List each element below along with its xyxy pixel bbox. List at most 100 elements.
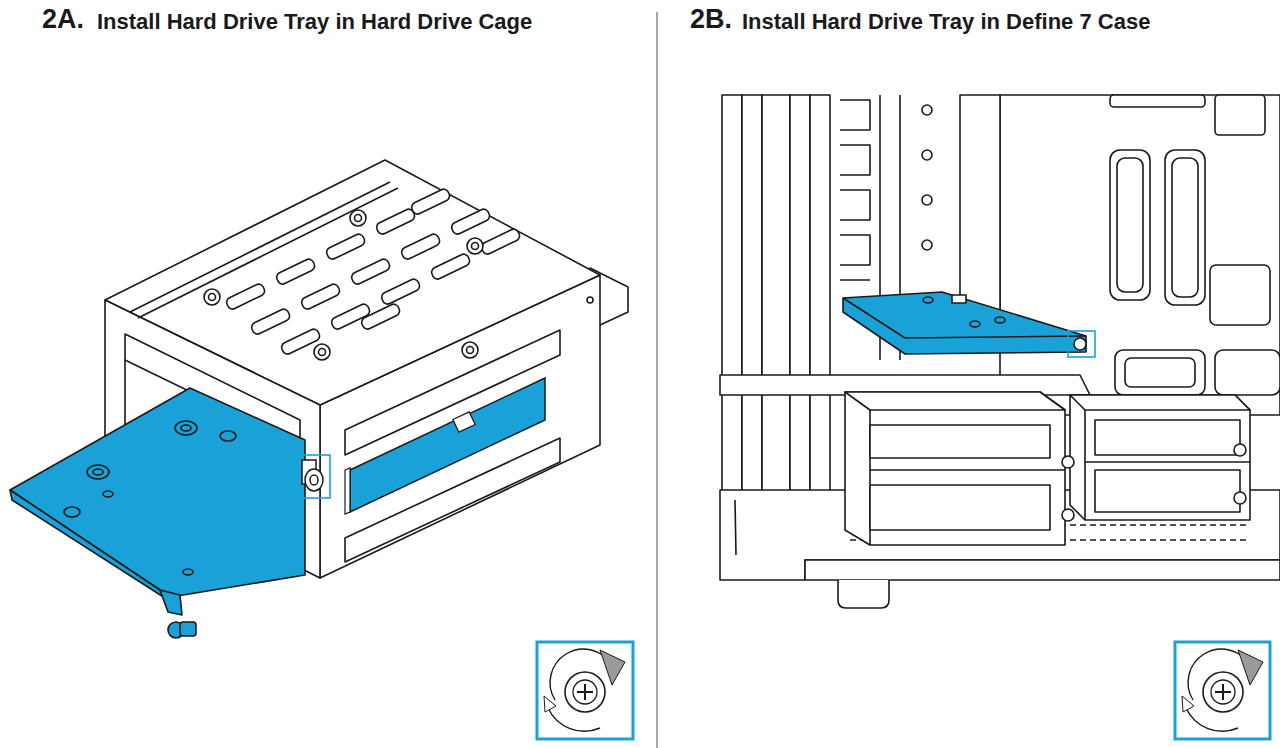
step-heading: Install Hard Drive Tray in Hard Drive Ca…	[97, 9, 532, 34]
thumbscrew	[302, 460, 323, 491]
label-slot: 2A.	[42, 4, 84, 35]
case-frame	[840, 100, 870, 280]
thumbscrew-icon	[1175, 642, 1270, 739]
drive-tray	[843, 292, 1086, 354]
thumbscrew-icon	[1222, 684, 1224, 700]
case-frame	[1215, 350, 1280, 395]
drive-cage	[355, 215, 362, 222]
thumbscrew	[310, 475, 318, 485]
case-frame	[1172, 158, 1198, 297]
case-frame	[810, 95, 830, 495]
drive-cages	[1095, 420, 1240, 455]
drive-tray	[952, 295, 966, 303]
thumbscrew-icon	[1203, 672, 1243, 712]
drive-tray	[175, 421, 197, 435]
drive-tray	[64, 507, 80, 517]
thumbscrew-icon	[584, 684, 586, 700]
drive-cages	[845, 392, 1065, 545]
thumbscrew-icon	[1182, 696, 1194, 712]
drive-cage	[410, 187, 451, 215]
drive-tray	[905, 336, 1086, 338]
drive-cages	[1234, 492, 1246, 504]
drive-cage	[480, 227, 521, 255]
case-frame	[1215, 95, 1265, 135]
drive-cages	[845, 392, 1250, 545]
case-frame	[735, 500, 736, 555]
step-heading: Install Hard Drive Tray in Define 7 Case	[742, 9, 1150, 34]
drive-tray	[180, 622, 196, 636]
highlight-box	[1068, 331, 1095, 357]
drive-cage	[204, 210, 483, 360]
thumbscrew-icon	[537, 642, 633, 739]
case-frame	[1000, 95, 1280, 415]
drive-cage	[450, 207, 491, 235]
drive-cage	[314, 344, 330, 360]
drive-cages	[1085, 461, 1250, 463]
drive-cages	[870, 425, 1050, 458]
drive-cage	[462, 342, 478, 358]
drive-cage	[587, 297, 593, 303]
case-frame	[1165, 150, 1205, 305]
drive-cage	[319, 349, 326, 356]
drive-tray	[970, 321, 980, 327]
drive-cage	[400, 232, 441, 260]
drive-tray	[10, 388, 305, 598]
drive-tray	[1074, 338, 1086, 350]
drive-cages	[870, 485, 1050, 530]
drive-cages	[1062, 456, 1074, 468]
thumbscrew-icon	[573, 680, 597, 704]
drive-tray	[103, 491, 113, 497]
drive-cage	[467, 238, 483, 254]
thumbscrew-icon	[537, 642, 633, 739]
drive-cage	[204, 289, 220, 305]
drive-cage	[360, 302, 401, 330]
thumbscrew-icon	[600, 650, 625, 685]
drive-cage	[250, 307, 291, 335]
drive-cage	[209, 294, 216, 301]
drive-tray	[181, 425, 191, 431]
case-frame	[742, 95, 762, 495]
case-frame	[1125, 358, 1195, 387]
drive-cages	[1084, 410, 1086, 520]
label-slot: Install Hard Drive Tray in Hard Drive Ca…	[97, 9, 532, 35]
thumbscrew-icon	[565, 672, 605, 712]
step-number: 2A.	[42, 4, 84, 34]
drive-tray	[923, 297, 933, 303]
step-number: 2B.	[690, 4, 732, 34]
case-frame	[1210, 265, 1270, 325]
case-frame	[1115, 350, 1205, 395]
case-frame	[960, 95, 1000, 325]
drive-tray	[64, 421, 236, 575]
thumbscrew-icon	[548, 708, 600, 731]
thumbscrew-icon	[1175, 642, 1270, 739]
thumbscrew-icon	[1238, 650, 1263, 685]
drive-cage	[430, 252, 471, 280]
drive-tray	[10, 490, 165, 598]
drive-cage	[130, 182, 390, 312]
drive-cage	[467, 347, 474, 354]
drive-tray	[87, 465, 109, 479]
highlight-box	[289, 455, 330, 498]
tray-tab	[453, 412, 475, 432]
drive-cage	[275, 257, 316, 285]
drive-cages	[845, 392, 1065, 410]
drive-cage	[350, 210, 366, 226]
drive-cages	[1095, 470, 1240, 512]
drive-cage	[472, 243, 479, 250]
thumbscrew	[305, 469, 323, 491]
thumbscrew-icon	[1186, 708, 1238, 731]
case-frame	[1110, 95, 1205, 107]
case-frame	[805, 560, 1280, 580]
drive-tray	[160, 590, 182, 615]
drive-tray	[843, 292, 1086, 354]
label-slot: Install Hard Drive Tray in Define 7 Case	[742, 9, 1150, 35]
drive-tray	[220, 431, 236, 441]
drive-cage	[350, 257, 391, 285]
thumbscrew-icon	[1211, 680, 1235, 704]
case-frame	[1110, 150, 1150, 300]
drive-cage	[225, 282, 266, 310]
drive-cage	[225, 187, 521, 355]
drive-cages	[870, 469, 1065, 471]
case-frame	[790, 95, 810, 495]
case-frame	[1117, 158, 1143, 292]
